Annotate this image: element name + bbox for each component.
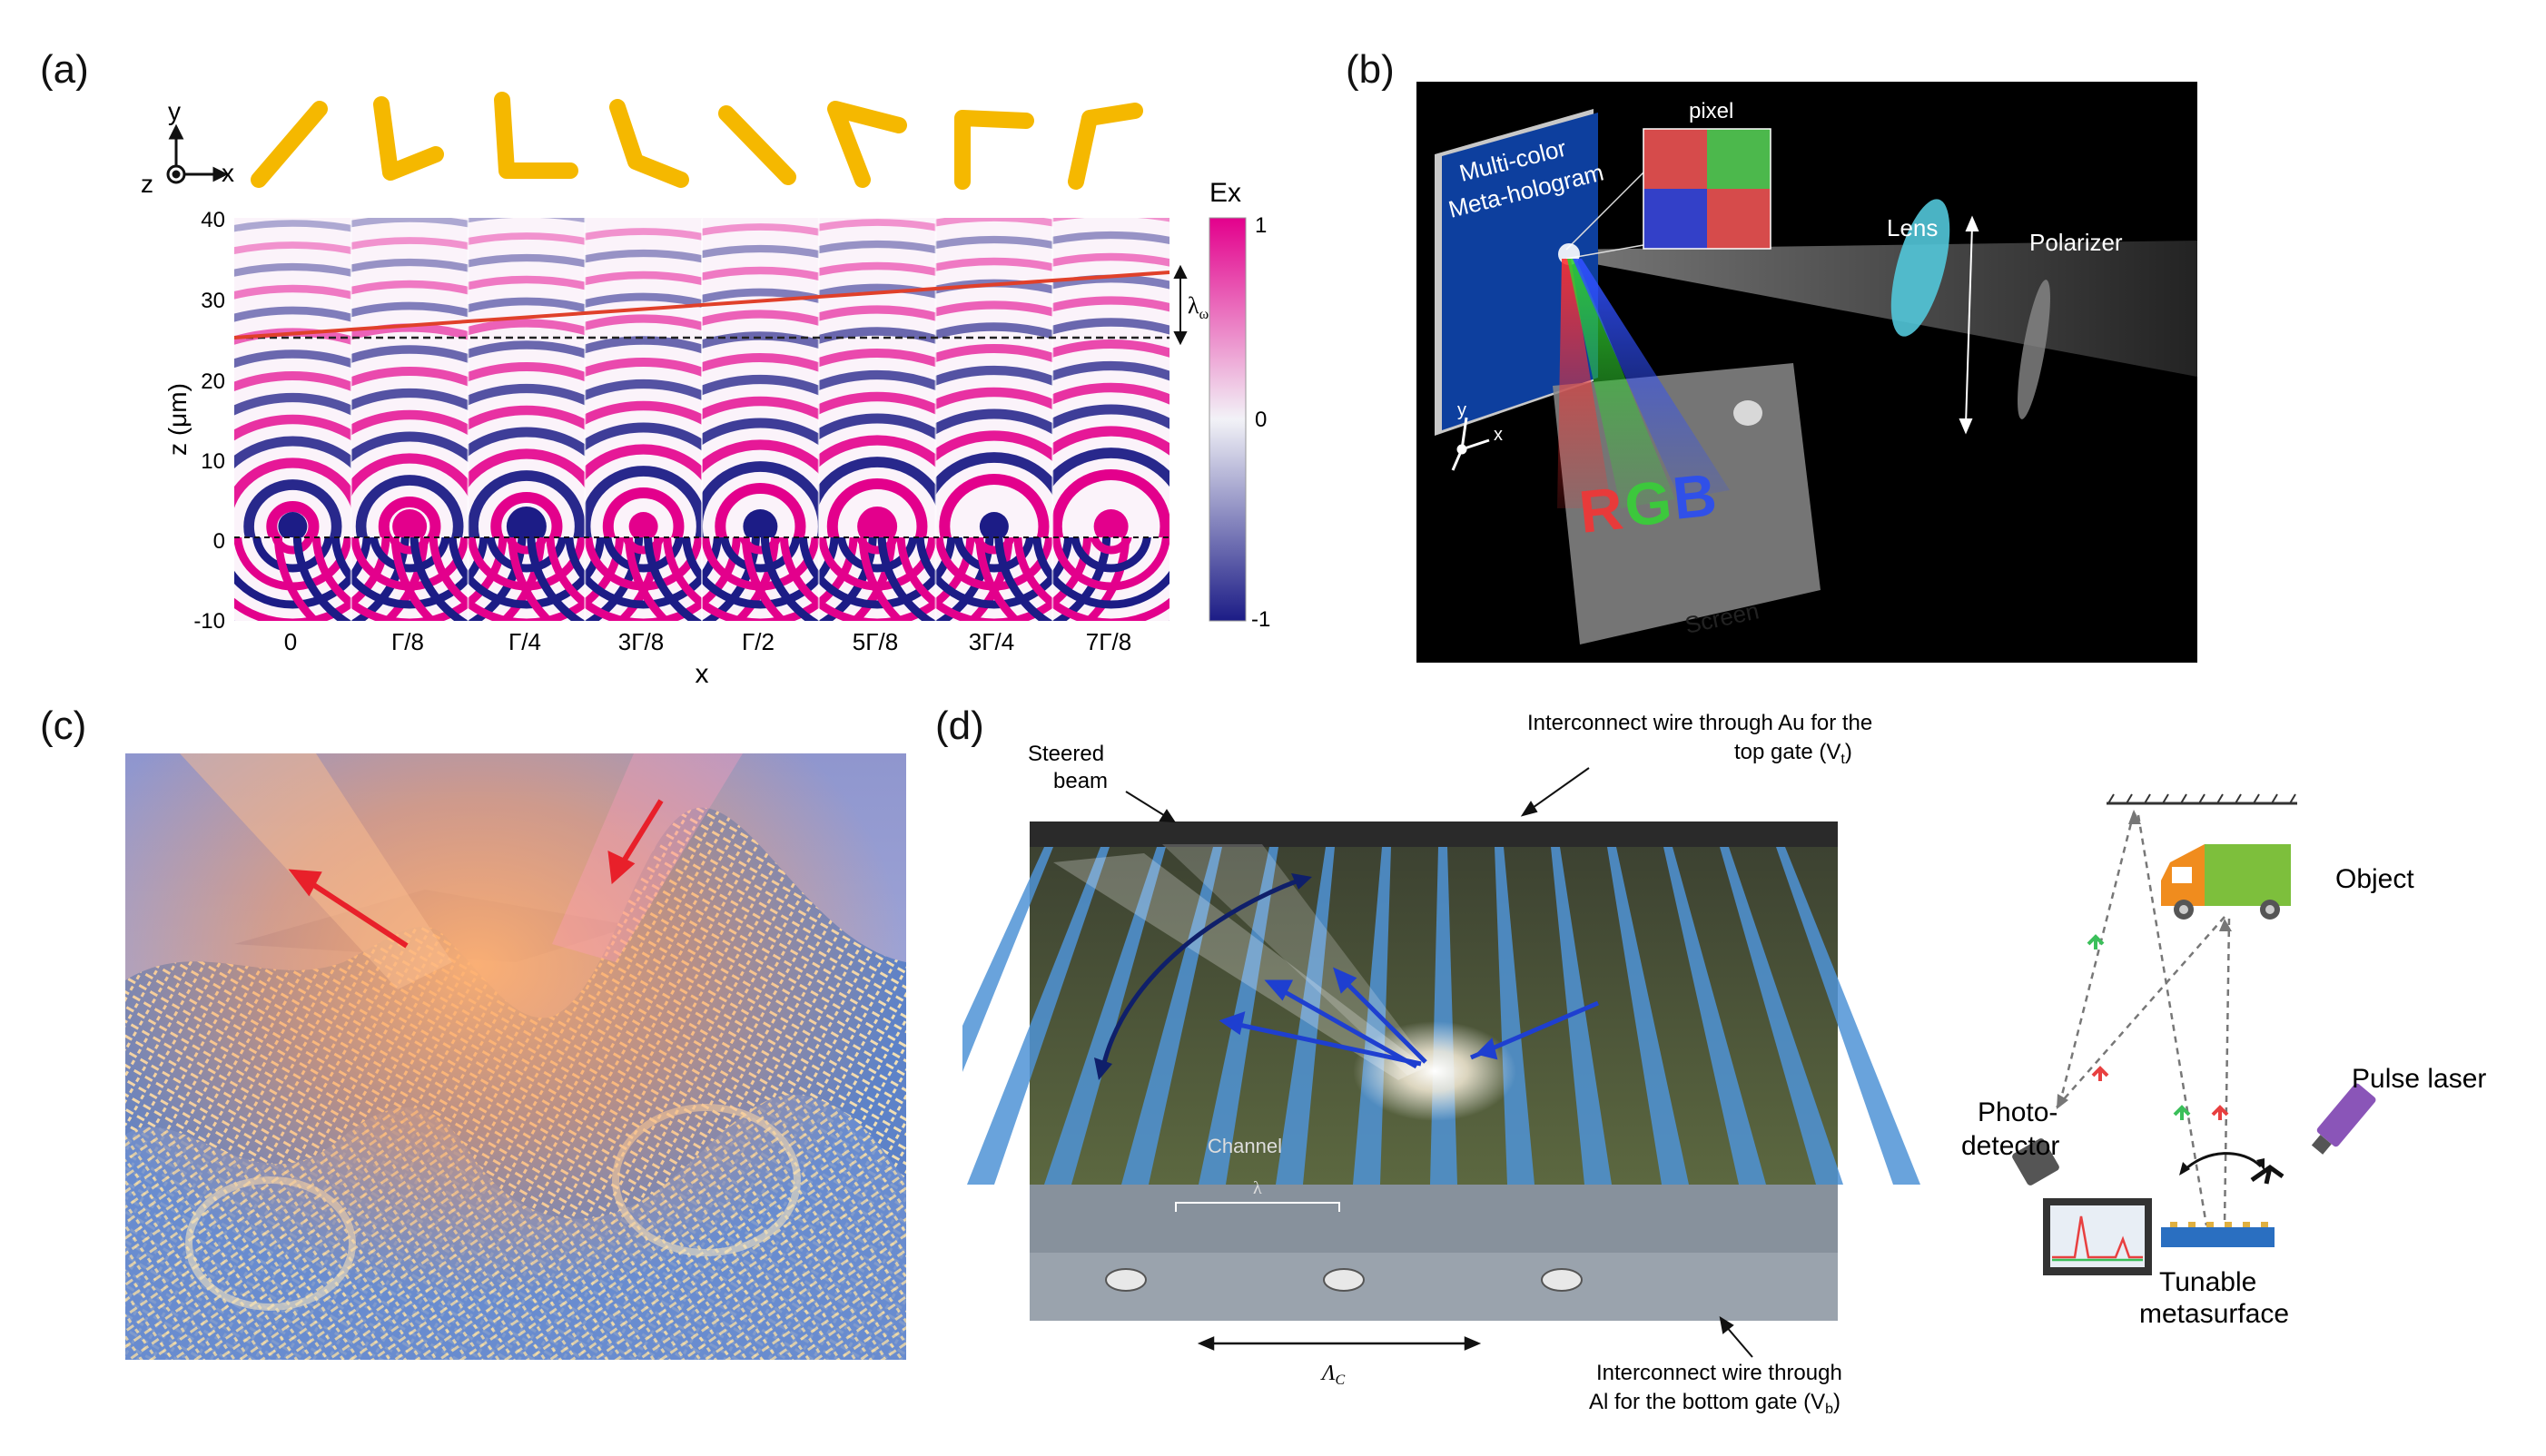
x-tick: 7Γ/8 (1086, 628, 1131, 655)
y-tick: 30 (201, 289, 225, 313)
x-tick: Γ/2 (742, 628, 775, 655)
lens (1890, 199, 1950, 337)
polarization-arrow-icon (1959, 215, 1979, 435)
x-tick: 3Γ/4 (969, 628, 1014, 655)
panel-a-label: (a) (40, 47, 89, 92)
top-wire-pointer-icon (1520, 767, 1590, 817)
axis-z-label: z (141, 170, 153, 198)
red-beam (1557, 259, 1612, 508)
antenna-3 (494, 92, 578, 179)
photodetector-icon (2012, 1138, 2059, 1185)
colorbar-title: Ex (1209, 178, 1241, 208)
lambda-c-label: ΛC (1320, 1362, 1346, 1388)
unit-cell-dividers (350, 218, 1054, 621)
object-label: Object (2335, 864, 2414, 894)
steering-arc-icon (1100, 878, 1299, 1067)
tunable-label-1: Tunable (2159, 1267, 2256, 1297)
incident-arrow-icon (607, 799, 664, 885)
wavelength-marker (1173, 264, 1188, 346)
pulse-laser-icon (2311, 1083, 2376, 1155)
v-antenna-row (251, 92, 1143, 190)
rgb-letter-g: G (1622, 467, 1675, 539)
steered-beam-label-1: Steered (1028, 742, 1104, 766)
antenna-8 (1068, 103, 1143, 190)
y-tick: 10 (201, 449, 225, 474)
bottom-contacts (1105, 1268, 1583, 1292)
y-axis-label: z (μm) (163, 383, 192, 456)
blue-beam (1573, 259, 1730, 499)
x-tick: Γ/4 (508, 628, 541, 655)
axes-triad-icon (166, 123, 229, 184)
colorbar-tick-mid: 0 (1255, 408, 1267, 432)
x-tick: Γ/8 (391, 628, 424, 655)
axis-x-label: x (1494, 425, 1503, 445)
channel-bracket-icon (1175, 1202, 1340, 1212)
wavefront-tilt-line (233, 271, 1170, 339)
bottom-wire-label-1: Interconnect wire through (1596, 1361, 1842, 1385)
truck-icon (2161, 844, 2291, 920)
y-tick: 20 (201, 369, 225, 394)
y-tick: 40 (201, 208, 225, 232)
antenna-4 (609, 99, 689, 188)
colorbar (1209, 217, 1247, 622)
lidar-schematic (2012, 793, 2376, 1275)
y-tick: 0 (213, 529, 225, 554)
x-tick-labels: 0 Γ/8 Γ/4 3Γ/8 Γ/2 5Γ/8 3Γ/4 7Γ/8 (284, 628, 1131, 655)
period-arrow-icon (1197, 1336, 1482, 1351)
top-wire-label-2: top gate (Vt) (1734, 740, 1852, 767)
photodetector-label-2: detector (1961, 1131, 2059, 1161)
bottom-wire-label-2: Al for the bottom gate (Vb) (1589, 1390, 1840, 1417)
antenna-5 (718, 105, 796, 185)
steered-pointer-icon (1125, 791, 1176, 823)
x-tick: 3Γ/8 (618, 628, 664, 655)
hologram-plate (1442, 113, 1598, 430)
antenna-1 (251, 101, 328, 188)
lens-label: Lens (1887, 214, 1938, 241)
axis-y-label: y (1457, 400, 1466, 420)
panel-b-label: (b) (1346, 47, 1395, 92)
top-wire-label-1: Interconnect wire through Au for the (1527, 711, 1872, 735)
axis-y-label: y (168, 97, 181, 125)
bottom-wire-pointer-icon (1719, 1315, 1753, 1358)
colorbar-tick-min: -1 (1251, 607, 1270, 632)
panel-d-label: (d) (935, 703, 984, 748)
field-map-upper (234, 218, 1169, 537)
green-beam (1567, 259, 1675, 508)
field-map-lower (234, 537, 1169, 621)
colorbar-tick-max: 1 (1255, 213, 1267, 238)
rgb-letter-b: B (1670, 460, 1720, 532)
axes-icon (1451, 417, 1490, 471)
x-axis-label: x (696, 659, 709, 689)
polarizer-label: Polarizer (2029, 229, 2123, 256)
x-tick: 0 (284, 628, 297, 655)
rgb-letter-r: R (1576, 474, 1626, 546)
axis-x-label: x (222, 159, 234, 187)
panel-d-figure: Channel λ ΛC Steered beam Interconnect w… (962, 711, 2486, 1417)
antenna-7 (954, 110, 1034, 190)
lambda-label: λ (1253, 1178, 1262, 1198)
panel-b-figure: Multi-color Meta-hologram pixel R G B Sc… (1416, 82, 2197, 663)
panel-a-figure: y z x λω Ex 1 0 -1 40 30 20 10 0 -10 z (… (141, 92, 1270, 689)
pixel-inset (1643, 128, 1771, 250)
steered-beam-label-2: beam (1053, 769, 1108, 793)
antenna-6 (827, 101, 907, 188)
zero-order-spot (1733, 400, 1762, 426)
incident-spot (1353, 1021, 1516, 1121)
y-tick-labels: 40 30 20 10 0 -10 (193, 208, 225, 634)
photodetector-label-1: Photo- (1978, 1097, 2058, 1127)
channel-label: Channel (1208, 1135, 1282, 1157)
antenna-2 (373, 96, 444, 181)
pulse-laser-label: Pulse laser (2352, 1064, 2486, 1094)
steered-beam-arrows-icon (1219, 967, 1599, 1069)
polarizer (2018, 280, 2050, 419)
tunable-label-2: metasurface (2139, 1299, 2289, 1329)
pixel-label: pixel (1689, 99, 1733, 123)
panel-c-illustration (125, 753, 906, 1360)
wavelength-label: λω (1188, 292, 1209, 322)
x-tick: 5Γ/8 (853, 628, 898, 655)
panel-c-label: (c) (40, 703, 87, 748)
y-tick: -10 (193, 609, 225, 634)
channel-stripes (962, 847, 1920, 1185)
reflected-arrow-icon (288, 869, 409, 949)
